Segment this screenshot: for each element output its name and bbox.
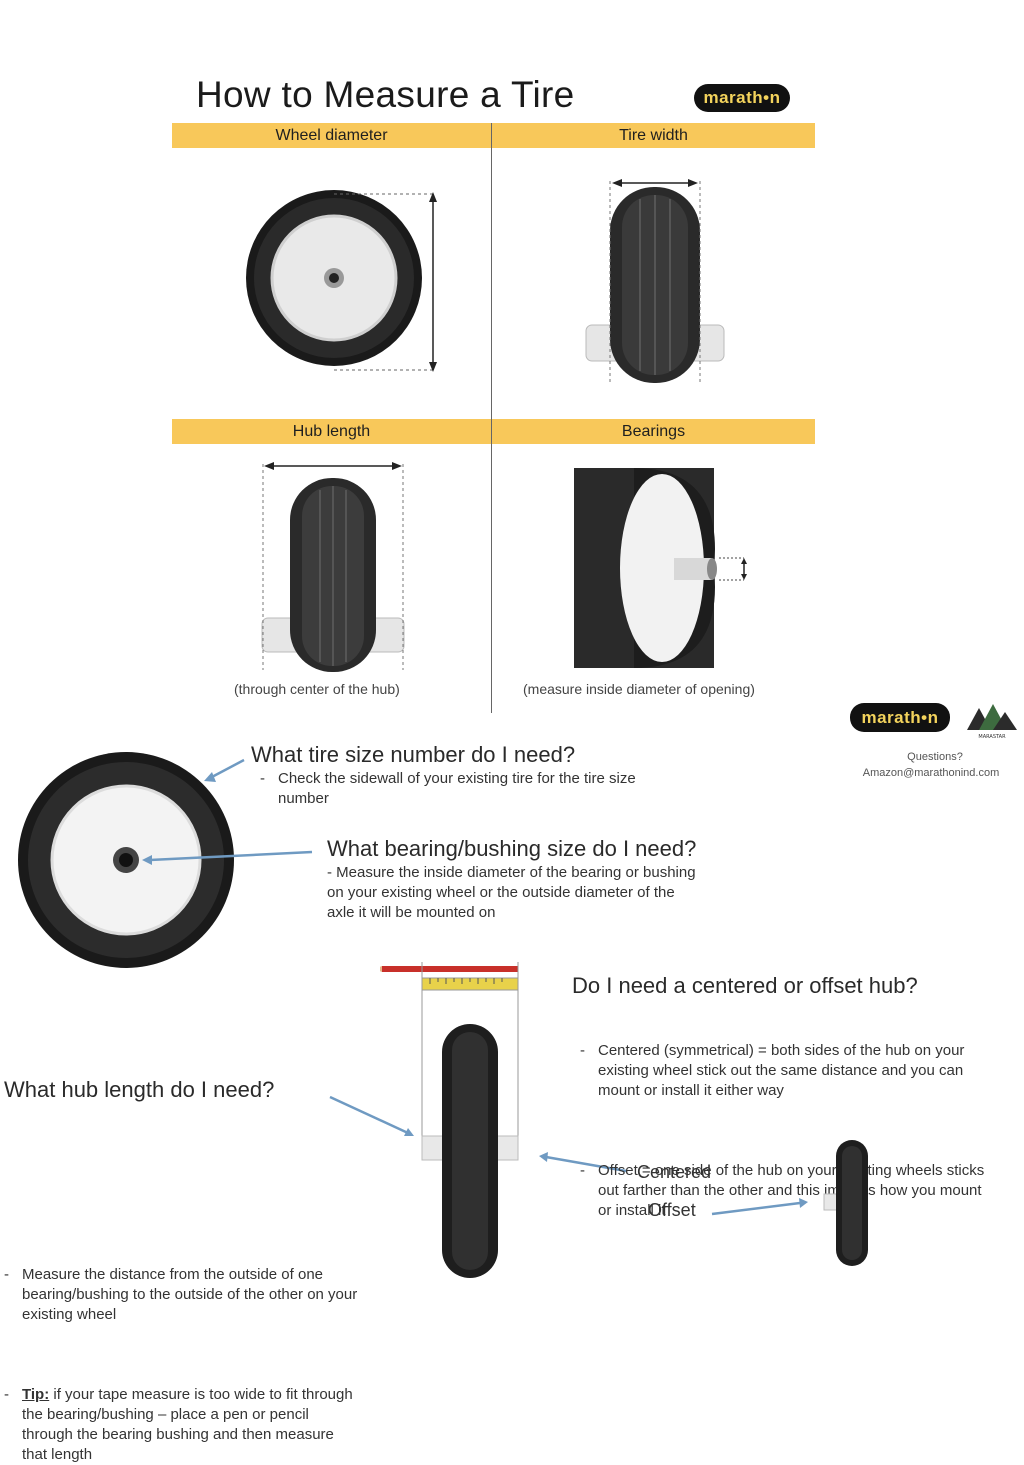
side-wheel-measure-illustration: [380, 962, 519, 1278]
bearings-caption: (measure inside diameter of opening): [523, 681, 755, 697]
faq-bearing-heading: What bearing/bushing size do I need?: [327, 836, 697, 861]
section-tire-width: Tire width: [492, 123, 815, 148]
hub-length-illustration: [261, 462, 405, 672]
faq-offset-bullet-2: Offset = one side of the hub on your exi…: [576, 1161, 998, 1221]
faq-hub-length-tip: Tip: if your tape measure is too wide to…: [0, 1385, 362, 1465]
section-bearings: Bearings: [492, 419, 815, 444]
contact-brand-logo: marath•n: [850, 703, 950, 732]
wheel-diameter-illustration: [246, 190, 437, 372]
contact-email[interactable]: Amazon@marathonind.com: [862, 767, 1000, 779]
tip-text: if your tape measure is too wide to fit …: [22, 1386, 353, 1463]
offset-wheel-illustration: [823, 1140, 868, 1266]
contact-questions: Questions?: [907, 751, 963, 763]
tip-label: Tip:: [22, 1386, 50, 1403]
faq-tire-size-text: Check the sidewall of your existing tire…: [256, 769, 648, 809]
centered-label: Centered: [637, 1162, 712, 1182]
page-title: How to Measure a Tire: [196, 74, 575, 115]
faq-offset-heading: Do I need a centered or offset hub?: [572, 973, 918, 998]
faq-offset-bullet-1: Centered (symmetrical) = both sides of t…: [576, 1041, 998, 1101]
faq-tire-size-heading: What tire size number do I need?: [251, 742, 576, 767]
offset-label: Offset: [648, 1200, 696, 1220]
front-wheel-illustration: [18, 752, 234, 968]
faq-hub-length-bullet: Measure the distance from the outside of…: [0, 1265, 362, 1325]
tire-width-illustration: [585, 179, 725, 383]
grid-divider: [491, 123, 492, 713]
marastar-label: MARASTAR: [978, 734, 1006, 740]
hub-caption: (through center of the hub): [234, 681, 400, 697]
marastar-logo-icon: MARASTAR: [967, 704, 1017, 740]
section-hub-length: Hub length: [172, 419, 491, 444]
bearings-illustration: [574, 468, 747, 668]
brand-logo: marath•n: [694, 84, 790, 112]
faq-bearing-text: - Measure the inside diameter of the bea…: [327, 864, 696, 921]
faq-hub-length-heading: What hub length do I need?: [4, 1077, 275, 1102]
section-wheel-diameter: Wheel diameter: [172, 123, 491, 148]
